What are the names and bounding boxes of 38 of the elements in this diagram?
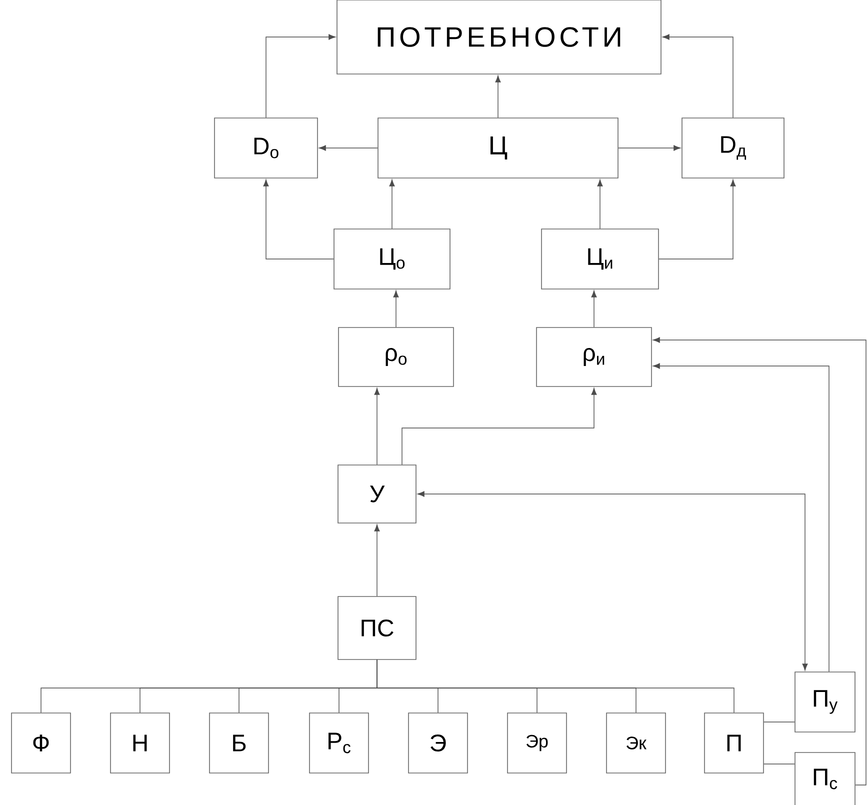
block: Ф (11, 712, 71, 774)
block: Эр (507, 712, 567, 774)
arrow (393, 290, 399, 328)
block: Эк (606, 712, 666, 774)
arrow (653, 363, 830, 672)
arrow (662, 34, 734, 118)
block: Э (408, 712, 468, 774)
block: Р$_{с}$ (309, 712, 369, 774)
block: П (704, 712, 764, 774)
block: D$_{д}$ (682, 118, 784, 178)
arrow (319, 145, 378, 151)
arrow (263, 180, 334, 260)
block: П$_{у}$ (794, 672, 856, 732)
arrow (658, 180, 736, 260)
arrow (495, 76, 501, 118)
double-arrow (418, 491, 808, 670)
block: ПС (338, 596, 416, 660)
title-box: ПОТРЕБНОСТИ (336, 0, 662, 74)
arrow (266, 34, 336, 118)
arrow (618, 145, 680, 151)
arrow (597, 180, 603, 229)
block: Н (110, 712, 170, 774)
block: Ц$_{и}$ (541, 228, 659, 290)
block: Ц (378, 118, 618, 178)
arrow (402, 388, 597, 465)
connector-line (376, 660, 734, 713)
arrow (374, 524, 380, 596)
arrow (374, 388, 380, 465)
block: Б (209, 712, 269, 774)
block: П$_{с}$ (794, 752, 856, 805)
block: ρ$_{и}$ (536, 327, 652, 387)
block: D$_{о}$ (214, 118, 318, 178)
arrow (389, 180, 395, 229)
block: ρ$_{о}$ (338, 327, 454, 387)
arrow (591, 290, 597, 328)
block: Ц$_{о}$ (334, 228, 450, 290)
block: У (338, 464, 416, 524)
arrow (653, 337, 866, 786)
